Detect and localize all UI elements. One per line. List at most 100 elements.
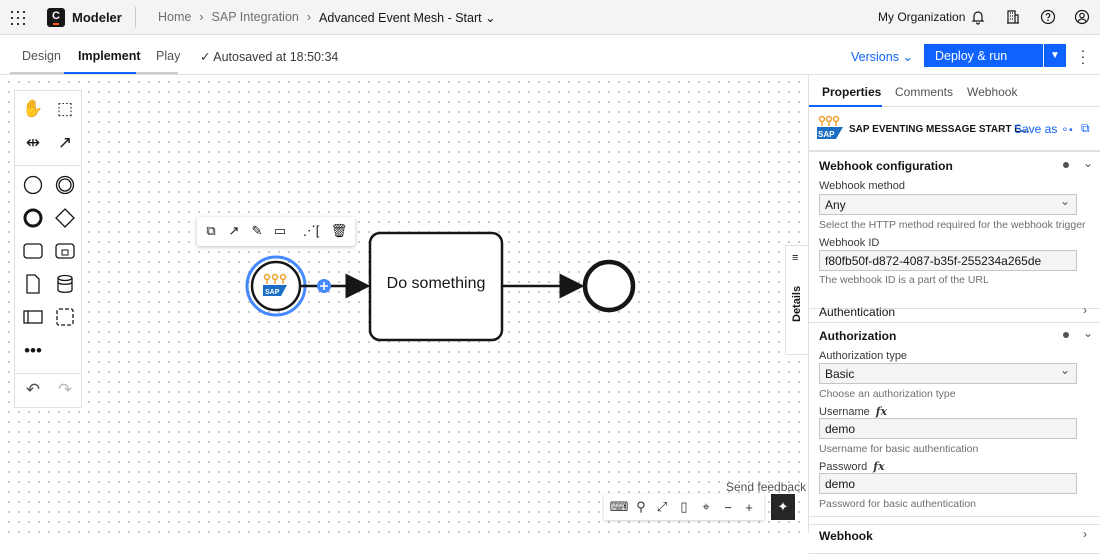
chevron-down-icon[interactable]: ⌄ xyxy=(1083,156,1094,170)
webhook-id-help: The webhook ID is a part of the URL xyxy=(819,274,989,286)
details-label: Details xyxy=(791,285,803,322)
webhook-section[interactable]: Webhook › xyxy=(809,524,1100,554)
tab-play[interactable]: Play xyxy=(156,49,181,63)
autosave-text: Autosaved at 18:50:34 xyxy=(213,50,339,64)
color-icon[interactable]: ✎ xyxy=(251,223,263,238)
building-icon[interactable] xyxy=(1005,9,1021,25)
chevron-down-icon[interactable]: ⌄ xyxy=(1083,326,1094,340)
bpmn-canvas[interactable]: SAP Do something xyxy=(0,75,808,533)
keyboard-icon[interactable]: ⌨ xyxy=(609,499,629,514)
tab-design[interactable]: Design xyxy=(22,49,61,63)
divider xyxy=(809,106,1100,107)
versions-button[interactable]: Versions ⌄ xyxy=(851,49,913,64)
chevron-right-icon: › xyxy=(306,10,312,24)
annotation-icon[interactable]: ⋰[ xyxy=(302,223,320,238)
zoom-out-icon[interactable]: − xyxy=(724,499,732,515)
history-palette: ↶ ↷ xyxy=(14,373,82,408)
save-as-button[interactable]: Save as ⚬• xyxy=(1014,122,1073,136)
section-title: Webhook xyxy=(819,529,873,543)
space-tool-icon[interactable]: ⇹ xyxy=(25,133,41,152)
divider xyxy=(15,165,81,166)
status-dot xyxy=(1063,332,1069,338)
subprocess-icon[interactable] xyxy=(53,239,77,263)
hand-tool-icon[interactable]: ✋ xyxy=(22,99,44,118)
end-event[interactable] xyxy=(582,259,636,313)
webhook-id-label: Webhook ID xyxy=(819,237,880,249)
change-type-icon[interactable]: ⧉ xyxy=(206,223,216,238)
breadcrumb-home[interactable]: Home xyxy=(158,10,192,24)
password-help: Password for basic authentication xyxy=(819,498,977,510)
webhook-method-select[interactable]: Any xyxy=(819,194,1077,215)
connect-tool-icon[interactable]: ↗ xyxy=(57,133,73,152)
authorization-type-select[interactable]: Basic xyxy=(819,363,1077,384)
fullscreen-icon[interactable]: ⤢ xyxy=(656,499,668,514)
webhook-method-help: Select the HTTP method required for the … xyxy=(819,219,1086,231)
fx-icon[interactable]: fx xyxy=(873,460,885,473)
tab-properties[interactable]: Properties xyxy=(822,85,882,99)
gateway-icon[interactable] xyxy=(53,206,77,230)
webhook-method-label: Webhook method xyxy=(819,180,906,192)
data-object-icon[interactable] xyxy=(21,272,45,296)
section-title[interactable]: Authorization xyxy=(819,329,897,343)
webhook-id-input[interactable]: f80fb50f-d872-4087-b35f-255234a265de xyxy=(819,250,1077,271)
deploy-run-button[interactable]: Deploy & run xyxy=(924,44,1043,67)
chevron-right-icon: › xyxy=(199,10,204,24)
password-input[interactable]: demo xyxy=(819,473,1077,494)
app-name: Modeler xyxy=(72,10,122,25)
minimap-icon[interactable]: ▯ xyxy=(680,499,688,514)
context-pad: ⧉ ↗ ✎ ▭ ⋰[ 🗑 xyxy=(197,217,355,246)
more-icon[interactable]: ••• xyxy=(24,341,42,360)
sap-icon: SAP xyxy=(263,273,287,296)
breadcrumb-project[interactable]: SAP Integration xyxy=(211,10,299,24)
breadcrumb-current[interactable]: Advanced Event Mesh - Start ⌄ xyxy=(319,10,496,25)
details-tab[interactable]: ≡ Details xyxy=(785,245,808,355)
pool-icon[interactable] xyxy=(21,305,45,329)
diagram: SAP xyxy=(245,231,636,342)
webhook-configuration-section: Webhook configuration ⌄ Webhook method A… xyxy=(809,154,1100,309)
overflow-menu-icon[interactable]: ··· xyxy=(1080,42,1086,70)
app-switcher-icon[interactable] xyxy=(10,10,26,26)
zoom-in-icon[interactable]: + xyxy=(745,499,753,515)
task-icon[interactable] xyxy=(21,239,45,263)
sap-icon: SAP xyxy=(817,115,843,139)
svg-text:SAP: SAP xyxy=(265,289,280,296)
start-event-icon[interactable] xyxy=(21,173,45,197)
section-title[interactable]: Webhook configuration xyxy=(819,159,953,173)
trash-icon[interactable]: 🗑 xyxy=(330,223,348,238)
status-dot xyxy=(1063,162,1069,168)
deploy-options-button[interactable]: ▼ xyxy=(1044,44,1066,67)
connect-icon[interactable]: ↗ xyxy=(228,223,240,238)
lasso-tool-icon[interactable]: ⬚ xyxy=(56,99,74,118)
reset-view-icon[interactable]: ⚲ xyxy=(636,499,646,514)
tab-comments[interactable]: Comments xyxy=(895,85,954,99)
group-icon[interactable] xyxy=(53,305,77,329)
tab-implement[interactable]: Implement xyxy=(78,49,141,63)
send-feedback-link[interactable]: Send feedback xyxy=(726,480,807,494)
chevron-down-icon: ⌄ xyxy=(485,11,496,25)
authentication-section[interactable]: Authentication › xyxy=(809,300,1100,323)
ai-assistant-button[interactable]: ✦ xyxy=(771,494,795,520)
organization-switcher[interactable]: My Organization xyxy=(878,10,966,24)
user-avatar-icon[interactable] xyxy=(1074,9,1090,25)
username-input[interactable]: demo xyxy=(819,418,1077,439)
data-store-icon[interactable] xyxy=(53,272,77,296)
end-event-icon[interactable] xyxy=(21,206,45,230)
undo-icon[interactable]: ↶ xyxy=(25,380,41,399)
tab-webhook[interactable]: Webhook xyxy=(967,85,1018,99)
template-icon: ⚬• xyxy=(1060,125,1073,136)
bell-icon[interactable] xyxy=(970,9,986,25)
authorization-type-help: Choose an authorization type xyxy=(819,388,956,400)
comment-icon[interactable]: ▭ xyxy=(273,223,287,238)
fx-icon[interactable]: fx xyxy=(875,405,888,418)
chevron-right-icon: › xyxy=(1083,303,1087,317)
help-icon[interactable] xyxy=(1040,9,1056,25)
center-icon[interactable]: ⌖ xyxy=(702,499,710,514)
username-help: Username for basic authentication xyxy=(819,443,979,455)
authorization-section: Authorization ⌄ Authorization type Basic… xyxy=(809,323,1100,517)
breadcrumb: Home › SAP Integration › Advanced Event … xyxy=(158,10,496,25)
redo-icon[interactable]: ↷ xyxy=(57,380,73,399)
open-external-icon[interactable]: ⧉ xyxy=(1081,121,1090,135)
intermediate-event-icon[interactable] xyxy=(53,173,77,197)
element-title: SAP EVENTING MESSAGE START E... xyxy=(849,124,1030,135)
